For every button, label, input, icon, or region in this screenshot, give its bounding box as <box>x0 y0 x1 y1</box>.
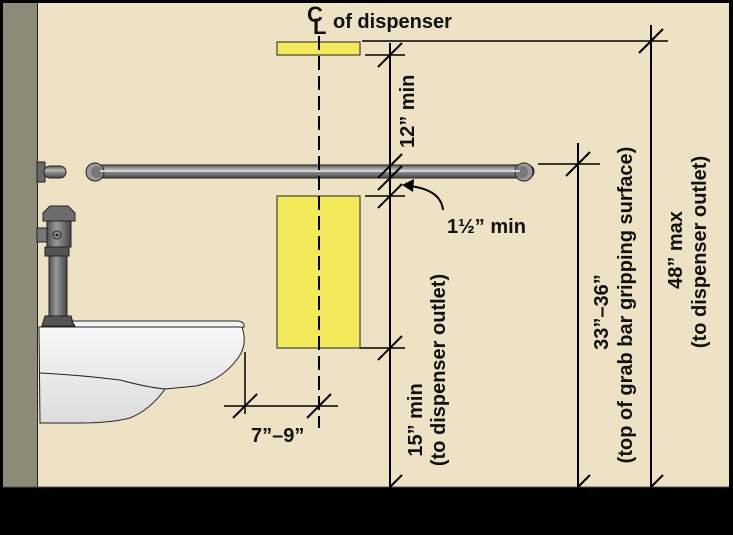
arrowhead-icon <box>402 179 414 192</box>
label-7-9: 7”–9” <box>251 425 304 447</box>
label-48-max-note: (to dispenser outlet) <box>689 156 711 348</box>
floor <box>0 487 733 535</box>
label-12-min: 12” min <box>397 75 419 148</box>
flush-valve <box>36 205 76 327</box>
toilet <box>38 320 245 424</box>
dimension-48-max <box>362 25 668 492</box>
centerline-label: of dispenser <box>333 11 452 33</box>
label-48-max: 48” max <box>665 211 687 289</box>
label-33-36-note: (top of grab bar gripping surface) <box>615 147 637 464</box>
label-1-5-min: 1½” min <box>447 216 526 238</box>
dimension-7-9 <box>224 352 338 419</box>
side-wall <box>3 3 37 487</box>
arrow-1-5-min <box>409 185 444 211</box>
grab-bar <box>85 162 535 182</box>
centerline-symbol-l: L <box>313 14 326 39</box>
rear-grab-bar-stub <box>36 161 67 183</box>
dimension-33-36 <box>538 143 600 492</box>
dimension-12-min <box>360 42 405 492</box>
label-15-min-note: (to dispenser outlet) <box>428 274 450 466</box>
label-15-min: 15” min <box>405 383 427 456</box>
label-33-36: 33”–36” <box>591 274 613 350</box>
centerline-symbol-c: C <box>307 2 323 27</box>
